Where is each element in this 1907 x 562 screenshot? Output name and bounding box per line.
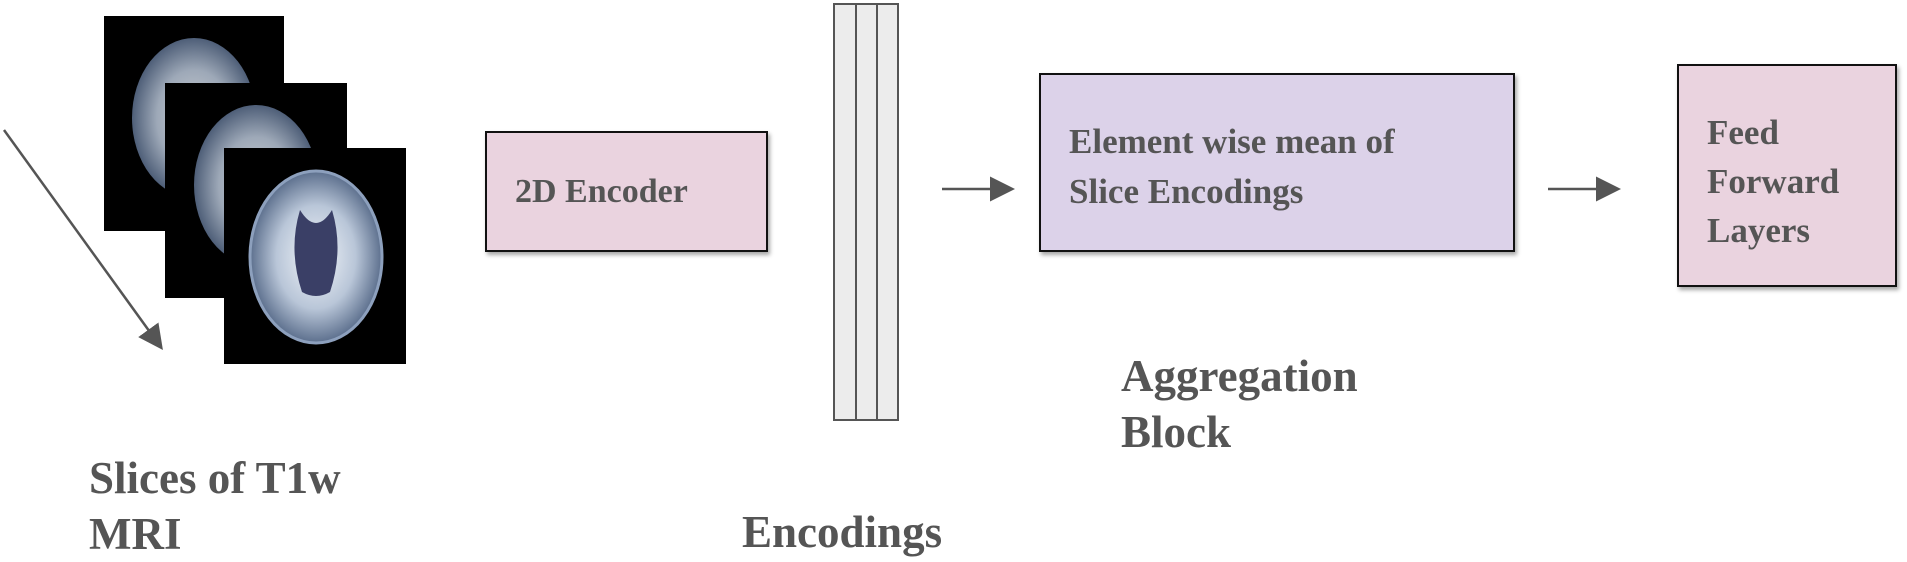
slices-label-line-1: Slices of T1w	[89, 453, 341, 503]
aggregation-box-line-1: Element wise mean of	[1069, 122, 1395, 161]
slices-label: Slices of T1w MRI	[89, 450, 341, 562]
ffn-block: Feed Forward Layers	[1677, 64, 1897, 287]
encoder-block: 2D Encoder	[485, 131, 768, 252]
aggregation-caption-line-2: Block	[1121, 407, 1232, 457]
encodings-stack	[833, 3, 899, 421]
mri-slice-front	[224, 148, 406, 364]
slice-direction-arrow	[2, 129, 163, 351]
ffn-line-3: Layers	[1707, 211, 1811, 250]
encodings-label: Encodings	[742, 507, 943, 557]
ffn-line-2: Forward	[1707, 162, 1840, 201]
encoder-label: 2D Encoder	[515, 172, 688, 210]
aggregation-box-line-2: Slice Encodings	[1069, 172, 1304, 211]
ffn-line-1: Feed	[1707, 113, 1779, 152]
aggregation-caption: Aggregation Block	[1121, 348, 1358, 460]
aggregation-caption-line-1: Aggregation	[1121, 351, 1358, 401]
slices-label-line-2: MRI	[89, 509, 182, 559]
aggregation-block: Element wise mean of Slice Encodings	[1039, 73, 1515, 252]
